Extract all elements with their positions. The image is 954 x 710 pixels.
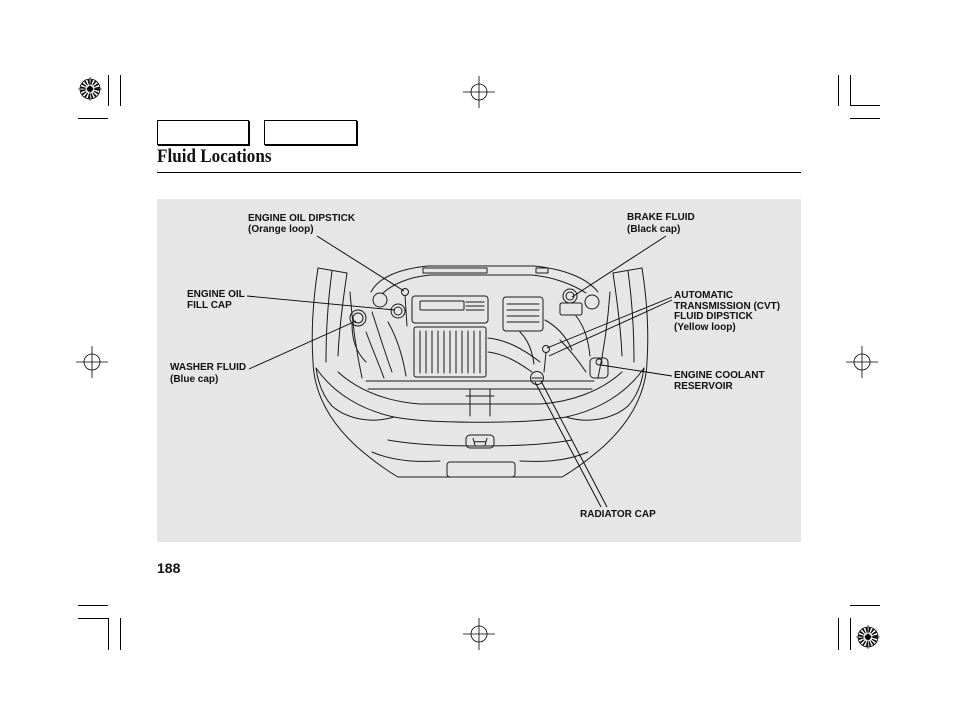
registration-mark-rays xyxy=(80,79,100,99)
registration-mark-center xyxy=(87,86,93,92)
nav-tab-right[interactable] xyxy=(264,120,357,145)
registration-mark-ring xyxy=(79,78,101,100)
target-bottom-cross xyxy=(463,618,495,650)
page-number: 188 xyxy=(157,560,181,576)
target-bottom-circle xyxy=(470,625,488,643)
callout-label: WASHER FLUID xyxy=(170,362,247,373)
callout-label: AUTOMATIC xyxy=(674,290,734,301)
callout-note: (Black cap) xyxy=(627,224,681,235)
callout-label: ENGINE COOLANT xyxy=(674,370,765,381)
callout-label: ENGINE OIL xyxy=(187,289,245,300)
callout-radiator-cap: RADIATOR CAP xyxy=(580,509,656,520)
registration-mark-icon xyxy=(856,625,880,649)
registration-mark-icon xyxy=(78,77,102,101)
callout-note: (Orange loop) xyxy=(248,224,314,235)
target-right-circle xyxy=(853,353,871,371)
callout-label: FLUID DIPSTICK xyxy=(674,311,753,323)
registration-mark-cross xyxy=(78,77,102,101)
registration-mark-rays xyxy=(858,627,878,647)
callout-transmission-fluid-dipstick: AUTOMATIC TRANSMISSION (CVT) FLUID DIPST… xyxy=(674,290,781,334)
callout-washer-fluid: WASHER FLUID (Blue cap) xyxy=(170,362,246,386)
callout-label: RESERVOIR xyxy=(674,381,733,392)
callout-engine-oil-dipstick: ENGINE OIL DIPSTICK (Orange loop) xyxy=(248,213,355,235)
callout-brake-fluid: BRAKE FLUID (Black cap) xyxy=(627,212,695,236)
page-title: Fluid Locations xyxy=(157,146,272,167)
callout-label: TRANSMISSION (CVT) xyxy=(674,300,781,312)
target-left-circle xyxy=(83,353,101,371)
registration-mark-center xyxy=(865,634,871,640)
callout-engine-oil-fill-cap: ENGINE OIL FILL CAP xyxy=(187,289,245,311)
callout-label: ENGINE OIL DIPSTICK xyxy=(248,213,356,224)
crop-mark-top-left xyxy=(78,75,121,119)
crop-mark-top-right xyxy=(838,75,880,119)
callout-engine-coolant-reservoir: ENGINE COOLANT RESERVOIR xyxy=(674,370,765,392)
target-top-cross xyxy=(463,76,495,108)
registration-mark-ring xyxy=(857,626,879,648)
target-top-circle xyxy=(470,83,488,101)
nav-tab-left[interactable] xyxy=(157,120,249,145)
callout-note: (Blue cap) xyxy=(170,374,219,385)
callout-note: (Yellow loop) xyxy=(674,322,736,334)
registration-mark-cross xyxy=(856,625,880,649)
title-rule xyxy=(157,172,801,173)
callout-label: FILL CAP xyxy=(187,299,232,311)
target-right-cross xyxy=(846,346,878,378)
crop-mark-bottom-left xyxy=(78,605,121,650)
crop-mark-bottom-right xyxy=(838,605,880,650)
callout-label: BRAKE FLUID xyxy=(627,212,695,223)
target-left-cross xyxy=(76,346,108,378)
callout-label: RADIATOR CAP xyxy=(580,509,656,520)
